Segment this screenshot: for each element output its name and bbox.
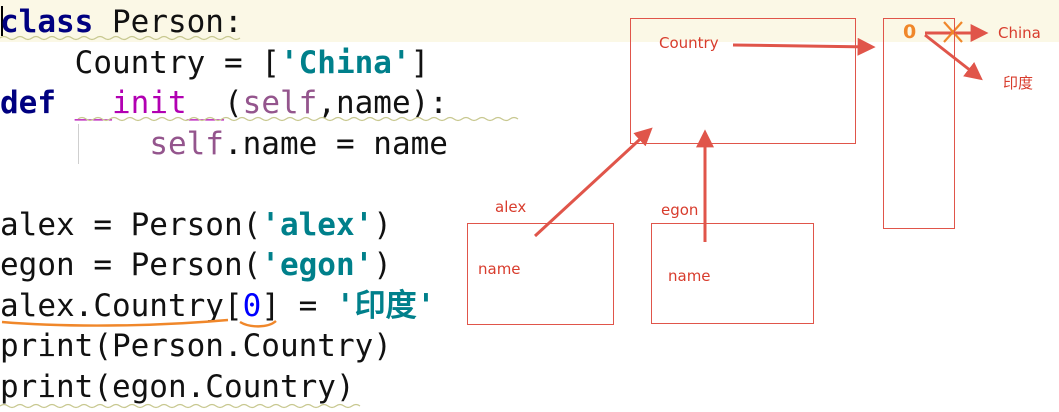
class-person-box <box>630 18 856 144</box>
code-line-1: class Person: <box>0 2 243 43</box>
index-zero: 0 <box>242 288 262 324</box>
code-line-3: def __init__(self,name): <box>0 83 448 124</box>
alex-object-box <box>467 223 614 325</box>
code-line-5: alex = Person('alex') <box>0 205 392 246</box>
params-rest: ,name): <box>317 85 448 121</box>
egon-assign-post: ) <box>373 247 392 283</box>
list-index-label: 0 <box>903 21 917 43</box>
alex-object-label: alex <box>495 198 527 216</box>
name-assign: .name = name <box>223 126 448 162</box>
alex-assign-pre: alex = Person( <box>0 207 262 243</box>
class-country-label: Country <box>659 34 719 52</box>
keyword-class: class <box>0 4 94 40</box>
arrow-alex-to-class <box>533 127 653 238</box>
string-egon: 'egon' <box>261 247 374 283</box>
paren-open: ( <box>223 85 243 121</box>
country-list-box <box>883 18 955 229</box>
class-decl: Person: <box>93 4 243 40</box>
egon-assign-pre: egon = Person( <box>0 247 262 283</box>
egon-object-label: egon <box>661 201 699 219</box>
code-line-9: print(egon.Country) <box>0 367 355 408</box>
squiggle-underline-class <box>0 35 241 41</box>
china-value-label: China <box>998 24 1041 42</box>
indent-guide <box>78 124 79 164</box>
egon-object-box <box>651 223 814 324</box>
cross-out-mark <box>943 21 963 43</box>
print-person-country: print(Person.Country) <box>0 328 392 364</box>
alex-country-pre: alex.Country[ <box>0 288 243 324</box>
arrow-index-to-india <box>924 33 983 81</box>
squiggle-underline-print <box>0 403 361 409</box>
country-assign-pre: Country = [ <box>0 45 280 81</box>
self-ref: self <box>149 126 224 162</box>
arrow-country-to-list <box>732 37 876 56</box>
text-cursor <box>1 6 3 36</box>
code-line-6: egon = Person('egon') <box>0 245 392 286</box>
alex-assign-post: ) <box>373 207 392 243</box>
squiggle-underline-def <box>77 116 519 122</box>
current-line-highlight <box>0 0 1059 42</box>
string-india: '印度' <box>335 288 436 324</box>
code-line-2: Country = ['China'] <box>0 43 430 84</box>
string-alex: 'alex' <box>261 207 374 243</box>
code-line-8: print(Person.Country) <box>0 326 392 367</box>
egon-name-attr: name <box>668 267 711 285</box>
self-param: self <box>242 85 318 121</box>
string-china: 'China' <box>279 45 411 81</box>
code-line-4: self.name = name <box>0 124 448 165</box>
india-value-label: 印度 <box>1003 74 1034 92</box>
magic-init: __init__ <box>74 85 224 121</box>
underline-alex-country <box>1 318 229 327</box>
code-line-7: alex.Country[0] = '印度' <box>0 286 435 327</box>
print-egon-country: print(egon.Country) <box>0 369 355 405</box>
country-assign-post: ] <box>410 45 430 81</box>
underline-index <box>239 320 277 328</box>
keyword-def: def <box>0 85 56 121</box>
alex-country-mid: ] = <box>261 288 336 324</box>
alex-name-attr: name <box>478 260 521 278</box>
